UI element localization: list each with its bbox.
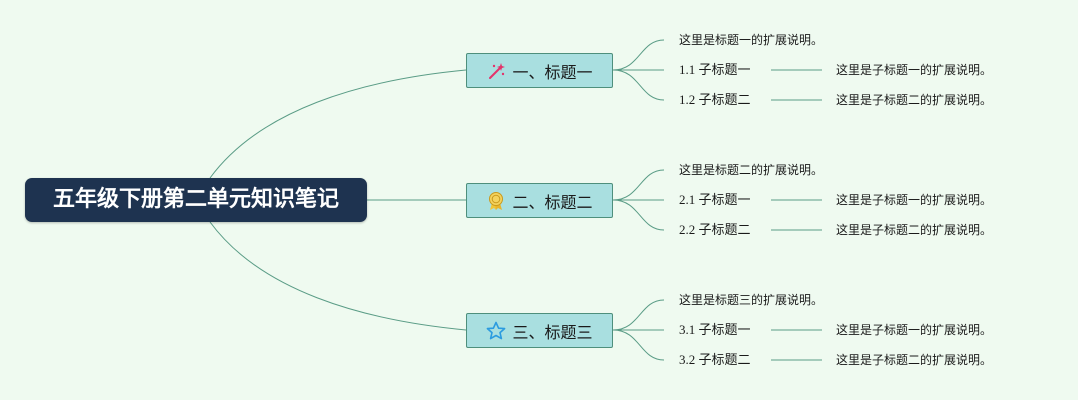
branch-2-description[interactable]: 这里是标题二的扩展说明。 [679, 163, 824, 177]
star-icon [486, 321, 506, 341]
branch-3-sub-2-connector [612, 329, 665, 361]
central-topic[interactable]: 五年级下册第二单元知识笔记 [25, 178, 367, 222]
subtopic-1-2[interactable]: 1.2 子标题二 [679, 92, 751, 107]
branch-topic-3[interactable]: 三、标题三 [466, 313, 613, 348]
branch-3-description[interactable]: 这里是标题三的扩展说明。 [679, 293, 824, 307]
branch-1-description[interactable]: 这里是标题一的扩展说明。 [679, 33, 824, 47]
subtopic-2-2[interactable]: 2.2 子标题二 [679, 222, 751, 237]
branch-topic-1-label: 一、标题一 [512, 62, 593, 82]
subtopic-3-2-note[interactable]: 这里是子标题二的扩展说明。 [836, 353, 993, 367]
branch-topic-1[interactable]: 一、标题一 [466, 53, 613, 88]
branch-3-desc-connector [612, 299, 665, 331]
subtopic-1-1-note[interactable]: 这里是子标题一的扩展说明。 [836, 63, 993, 77]
subtopic-2-1[interactable]: 2.1 子标题一 [679, 192, 751, 207]
subtopic-3-1[interactable]: 3.1 子标题一 [679, 322, 751, 337]
subtopic-1-2-note[interactable]: 这里是子标题二的扩展说明。 [836, 93, 993, 107]
branch-topic-2-label: 二、标题二 [512, 192, 593, 212]
branch-2-sub-2-connector [612, 199, 665, 231]
subtopic-3-2[interactable]: 3.2 子标题二 [679, 352, 751, 367]
branch-1-sub-2-connector [612, 69, 665, 101]
branch-1-desc-connector [612, 39, 665, 71]
award-medal-icon [486, 191, 506, 211]
magic-wand-icon [486, 61, 506, 81]
branch-topic-3-label: 三、标题三 [512, 322, 593, 342]
branch-2-desc-connector [612, 169, 665, 201]
subtopic-1-1[interactable]: 1.1 子标题一 [679, 62, 751, 77]
root-branch-3-connector [209, 221, 467, 331]
root-branch-1-connector [209, 69, 467, 179]
branch-topic-2[interactable]: 二、标题二 [466, 183, 613, 218]
subtopic-2-2-note[interactable]: 这里是子标题二的扩展说明。 [836, 223, 993, 237]
subtopic-3-1-note[interactable]: 这里是子标题一的扩展说明。 [836, 323, 993, 337]
subtopic-2-1-note[interactable]: 这里是子标题一的扩展说明。 [836, 193, 993, 207]
